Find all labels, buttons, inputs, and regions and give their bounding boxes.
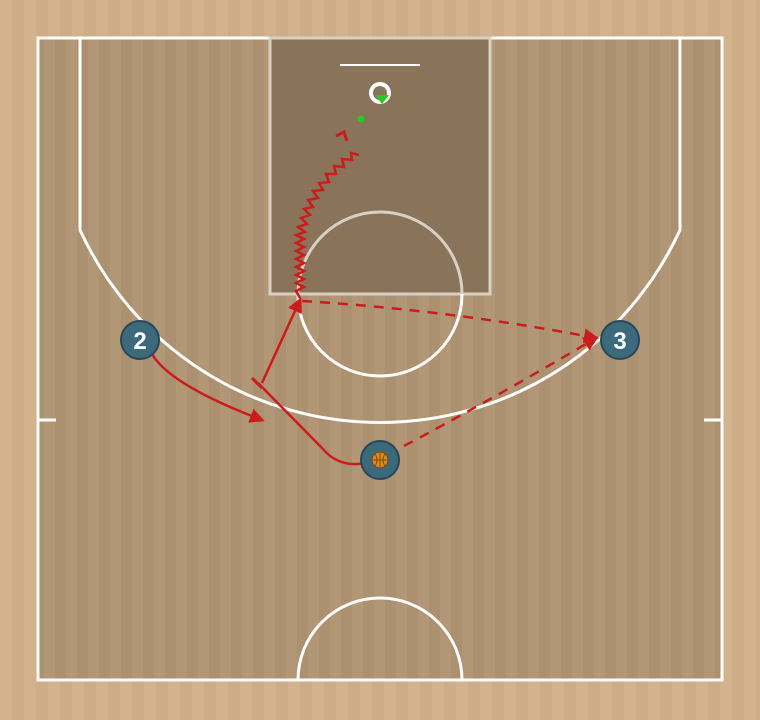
lane-lines <box>268 36 492 296</box>
pass-2-elbow-to-3 <box>301 299 599 344</box>
free-throw-circle-top <box>296 210 464 295</box>
court-lines <box>36 36 724 682</box>
free-throw-circle-bottom <box>296 293 464 378</box>
paint-area <box>270 38 490 294</box>
dribble-arrowhead <box>335 129 349 142</box>
three-point-line <box>78 38 682 425</box>
player-2[interactable]: 2 <box>120 320 160 360</box>
screen-bar <box>250 376 264 390</box>
roll-path-player-1 <box>260 297 302 384</box>
player-1[interactable] <box>360 440 400 480</box>
dribble-path <box>292 151 360 299</box>
shot-dot <box>357 115 365 123</box>
pass-1-player-1-to-3 <box>403 336 599 448</box>
player-2-label: 2 <box>133 328 146 355</box>
player-3-label: 3 <box>613 328 626 355</box>
center-circle <box>296 596 464 681</box>
basket-rim <box>369 82 391 104</box>
cut-path-player-2 <box>150 353 265 423</box>
actions <box>150 129 599 466</box>
player-3[interactable]: 3 <box>600 320 640 360</box>
shot-arrowhead <box>375 95 389 104</box>
basketball-icon <box>371 451 389 469</box>
